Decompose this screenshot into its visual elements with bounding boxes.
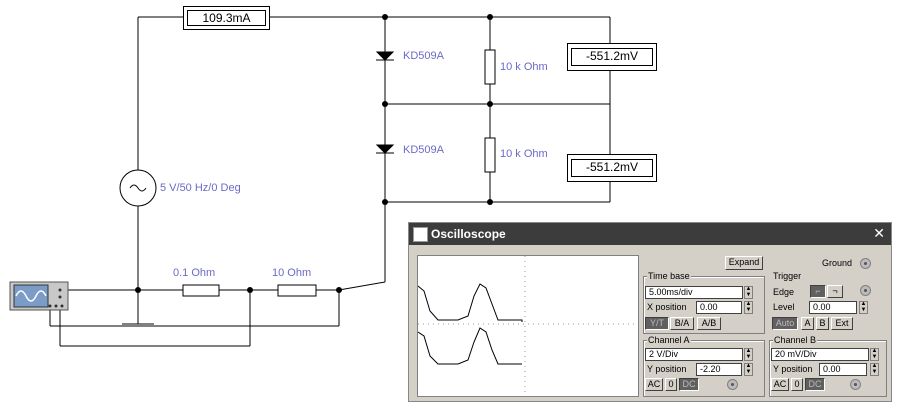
channel-b-dc-button[interactable]: DC — [805, 378, 825, 391]
channel-a-ac-button[interactable]: AC — [645, 378, 663, 391]
channel-a-ypos-label: Y position — [647, 364, 687, 374]
trigger-ext-terminal[interactable] — [860, 285, 871, 296]
voltmeter-bottom[interactable]: -551.2mV — [567, 154, 657, 182]
trigger-ext-button[interactable]: Ext — [831, 317, 853, 330]
voltmeter-bottom-readout: -551.2mV — [571, 159, 653, 177]
channel-a-scale-input[interactable]: 2 V/Div — [645, 348, 743, 361]
mode-ba-button[interactable]: B/A — [670, 317, 694, 330]
channel-b-terminal[interactable] — [850, 379, 861, 390]
timebase-title: Time base — [647, 271, 691, 281]
trigger-a-button[interactable]: A — [801, 317, 814, 330]
channel-b-scale-spinner[interactable]: ▲▼ — [870, 348, 879, 361]
mode-yt-button[interactable]: Y/T — [645, 317, 669, 330]
channel-a-ypos-input[interactable]: -2.20 — [696, 363, 742, 376]
oscilloscope-titlebar[interactable]: Oscilloscope ✕ — [409, 223, 891, 245]
channel-a-ypos-spinner[interactable]: ▲▼ — [744, 363, 753, 376]
oscilloscope-screen — [417, 255, 639, 397]
voltmeter-top-readout: -551.2mV — [571, 48, 653, 66]
channel-b-ypos-spinner[interactable]: ▲▼ — [870, 363, 879, 376]
mode-ab-button[interactable]: A/B — [697, 317, 721, 330]
timebase-group — [643, 276, 765, 334]
edge-rising-button[interactable]: ⌐ — [810, 285, 826, 298]
channel-b-scale-input[interactable]: 20 mV/Div — [771, 348, 869, 361]
timebase-input[interactable]: 5.00ms/div — [645, 286, 743, 299]
trigger-b-button[interactable]: B — [816, 317, 829, 330]
oscilloscope-window[interactable]: Oscilloscope ✕ Expand Ground Time base 5… — [408, 222, 892, 402]
channel-b-trace — [417, 327, 522, 365]
shunt-resistor-label: 0.1 Ohm — [173, 267, 216, 279]
voltmeter-top[interactable]: -551.2mV — [567, 43, 657, 71]
trigger-auto-button[interactable]: Auto — [772, 317, 798, 330]
level-input[interactable]: 0.00 — [809, 301, 857, 314]
channel-b-ypos-input[interactable]: 0.00 — [819, 363, 867, 376]
level-spinner[interactable]: ▲▼ — [859, 301, 868, 314]
channel-a-group — [643, 340, 765, 397]
ground-label: Ground — [822, 258, 853, 268]
edge-falling-button[interactable]: ¬ — [827, 285, 843, 298]
x-position-spinner[interactable]: ▲▼ — [744, 301, 753, 314]
expand-button[interactable]: Expand — [725, 256, 763, 270]
resistor-bottom-label: 10 k Ohm — [500, 148, 548, 160]
window-icon — [413, 227, 428, 242]
ammeter-readout: 109.3mA — [187, 10, 266, 26]
x-position-input[interactable]: 0.00 — [696, 301, 742, 314]
source-label: 5 V/50 Hz/0 Deg — [160, 182, 241, 194]
diode-top-label: KD509A — [403, 50, 444, 62]
channel-a-terminal[interactable] — [727, 379, 738, 390]
channel-b-zero-button[interactable]: 0 — [791, 378, 803, 391]
level-label: Level — [773, 302, 795, 312]
x-position-label: X position — [647, 302, 687, 312]
timebase-spinner[interactable]: ▲▼ — [744, 286, 753, 299]
resistor-top-label: 10 k Ohm — [500, 61, 548, 73]
channel-b-ac-button[interactable]: AC — [771, 378, 789, 391]
channel-b-ypos-label: Y position — [773, 364, 813, 374]
oscilloscope-title: Oscilloscope — [431, 227, 506, 241]
channel-b-group — [769, 340, 887, 397]
channel-a-dc-button[interactable]: DC — [679, 378, 699, 391]
close-icon[interactable]: ✕ — [873, 225, 885, 241]
series-resistor-label: 10 Ohm — [272, 267, 312, 279]
channel-a-zero-button[interactable]: 0 — [665, 378, 677, 391]
ground-terminal[interactable] — [860, 258, 871, 269]
waveform-display — [417, 256, 638, 396]
diode-bottom-label: KD509A — [403, 144, 444, 156]
channel-b-title: Channel B — [773, 335, 818, 345]
channel-a-trace — [417, 283, 523, 322]
ammeter[interactable]: 109.3mA — [183, 6, 270, 30]
channel-a-scale-spinner[interactable]: ▲▼ — [744, 348, 753, 361]
channel-a-title: Channel A — [647, 335, 691, 345]
edge-label: Edge — [773, 287, 795, 297]
trigger-title: Trigger — [773, 271, 802, 281]
